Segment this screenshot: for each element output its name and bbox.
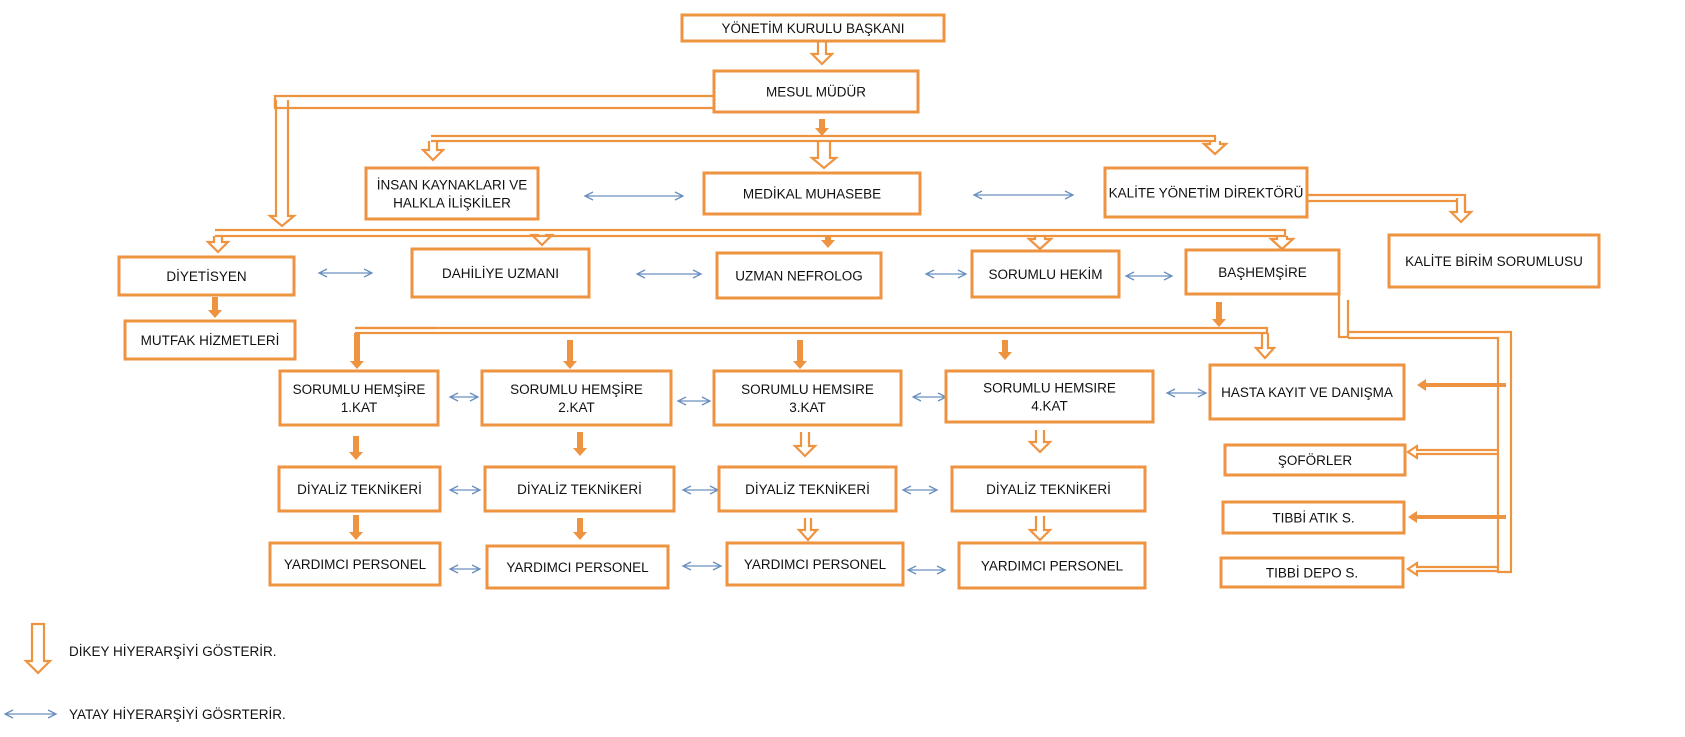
label-hemsire-4-2: 4.KAT [1031,399,1068,414]
label-kalite-birim: KALİTE BİRİM SORUMLUSU [1405,254,1583,269]
label-hemsire-2-1: SORUMLU HEMŞİRE [510,382,643,397]
label-tekniker-1: DİYALİZ TEKNİKERİ [297,482,422,497]
box-layer: YÖNETİM KURULU BAŞKANI MESUL MÜDÜR İNSAN K… [117,13,1601,590]
label-soforler: ŞOFÖRLER [1278,453,1353,468]
label-medikal-muhasebe: MEDİKAL MUHASEBE [743,187,881,202]
box-tekniker-1: DİYALİZ TEKNİKERİ [277,465,442,513]
legend-vertical-arrow-icon [23,622,53,675]
box-tibbi-depo: TIBBİ DEPO S. [1219,556,1405,589]
box-tibbi-atik: TIBBİ ATIK S. [1221,500,1406,535]
label-dahiliye: DAHİLİYE UZMANI [442,266,559,281]
box-nefrolog: UZMAN NEFROLOG [715,251,883,300]
label-personel-1: YARDIMCI PERSONEL [284,557,427,572]
legend: DİKEY HİYERARŞİYİ GÖSTERİR. YATAY HİYERAR… [3,622,286,722]
label-hemsire-3-1: SORUMLU HEMSIRE [741,382,874,397]
box-diyetisyen: DİYETİSYEN [117,255,296,297]
label-hemsire-4-1: SORUMLU HEMSIRE [983,381,1116,396]
box-hemsire-4: SORUMLU HEMSIRE 4.KAT [944,369,1155,424]
box-tekniker-2: DİYALİZ TEKNİKERİ [483,465,676,513]
box-hemsire-1: SORUMLU HEMŞİRE 1.KAT [278,369,440,427]
label-mesul-mudur: MESUL MÜDÜR [766,85,866,100]
label-nefrolog: UZMAN NEFROLOG [735,269,863,284]
box-hemsire-2: SORUMLU HEMŞİRE 2.KAT [480,369,673,427]
box-kalite-birim: KALİTE BİRİM SORUMLUSU [1387,233,1601,289]
label-mutfak: MUTFAK HİZMETLERİ [141,333,280,348]
label-diyetisyen: DİYETİSYEN [166,269,246,284]
legend-horizontal-arrow-icon [3,709,58,719]
label-hemsire-2-2: 2.KAT [558,400,595,415]
box-hemsire-3: SORUMLU HEMSIRE 3.KAT [712,369,903,427]
label-insan-kaynaklari-1: İNSAN KAYNAKLARI VE [377,178,528,193]
legend-horizontal-label: YATAY HİYERARŞİYİ GÖSRTERİR. [69,707,286,722]
box-yk-baskani: YÖNETİM KURULU BAŞKANI [680,13,946,43]
label-hasta-kayit: HASTA KAYIT VE DANIŞMA [1221,385,1393,400]
box-mutfak: MUTFAK HİZMETLERİ [123,319,297,361]
box-personel-3: YARDIMCI PERSONEL [725,541,905,587]
box-personel-4: YARDIMCI PERSONEL [957,541,1147,590]
box-soforler: ŞOFÖRLER [1223,443,1407,477]
label-tekniker-4: DİYALİZ TEKNİKERİ [986,482,1111,497]
box-personel-2: YARDIMCI PERSONEL [485,544,670,590]
box-kalite-direktoru: KALİTE YÖNETİM DİREKTÖRÜ [1103,166,1309,219]
box-personel-1: YARDIMCI PERSONEL [268,541,442,587]
label-tekniker-2: DİYALİZ TEKNİKERİ [517,482,642,497]
box-bashemsire: BAŞHEMŞİRE [1184,248,1341,296]
label-personel-2: YARDIMCI PERSONEL [506,560,649,575]
legend-vertical-label: DİKEY HİYERARŞİYİ GÖSTERİR. [69,644,277,659]
label-tekniker-3: DİYALİZ TEKNİKERİ [745,482,870,497]
box-insan-kaynaklari: İNSAN KAYNAKLARI VE HALKLA İLİŞKİLER [364,166,540,221]
label-hemsire-3-2: 3.KAT [789,400,826,415]
label-hemsire-1-1: SORUMLU HEMŞİRE [293,382,426,397]
label-hemsire-1-2: 1.KAT [341,400,378,415]
label-sorumlu-hekim: SORUMLU HEKİM [988,267,1102,282]
label-tibbi-atik: TIBBİ ATIK S. [1272,511,1354,526]
label-bashemsire: BAŞHEMŞİRE [1218,265,1307,280]
label-kalite-direktoru: KALİTE YÖNETİM DİREKTÖRÜ [1109,186,1304,201]
label-yk-baskani: YÖNETİM KURULU BAŞKANI [721,21,904,36]
box-hasta-kayit: HASTA KAYIT VE DANIŞMA [1208,363,1406,421]
box-mesul-mudur: MESUL MÜDÜR [712,69,920,114]
box-tekniker-4: DİYALİZ TEKNİKERİ [950,465,1147,513]
label-insan-kaynaklari-2: HALKLA İLİŞKİLER [393,196,511,211]
connector-layer [205,42,1513,578]
box-tekniker-3: DİYALİZ TEKNİKERİ [717,465,898,513]
label-tibbi-depo: TIBBİ DEPO S. [1266,566,1358,581]
box-medikal-muhasebe: MEDİKAL MUHASEBE [702,171,922,216]
label-personel-4: YARDIMCI PERSONEL [981,559,1124,574]
label-personel-3: YARDIMCI PERSONEL [744,557,887,572]
box-sorumlu-hekim: SORUMLU HEKİM [970,249,1121,299]
box-dahiliye: DAHİLİYE UZMANI [410,247,591,299]
